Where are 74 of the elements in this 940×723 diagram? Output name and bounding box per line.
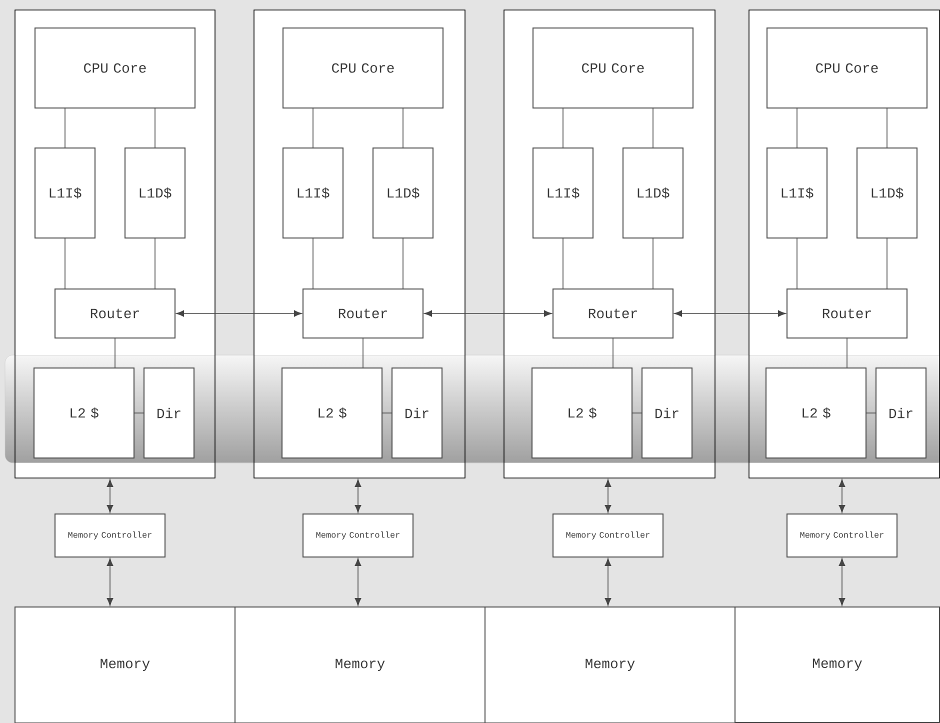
connector-line: [866, 412, 876, 414]
directory-box: Dir: [876, 368, 926, 458]
connector-line: [312, 108, 314, 148]
connector-line: [886, 108, 888, 148]
connector-line: [64, 108, 66, 148]
connector-line: [114, 338, 116, 368]
connector-line: [382, 412, 392, 414]
tile-outline: [504, 10, 716, 478]
cache-box: L1D$: [372, 148, 434, 238]
connector-line: [796, 238, 798, 290]
cache-box: L1D$: [856, 148, 918, 238]
memory-box: Memory: [734, 606, 940, 723]
cpu-box: CPU Core: [282, 28, 444, 108]
memory-controller-box: Memory Controller: [54, 514, 166, 558]
directory-box: Dir: [642, 368, 692, 458]
connector-line: [362, 338, 364, 368]
arrow: [354, 479, 362, 513]
connector-line: [846, 338, 848, 368]
connector-line: [612, 338, 614, 368]
router-box: Router: [552, 288, 674, 338]
cache-box: L1I$: [282, 148, 344, 238]
memory-box: Memory: [484, 606, 736, 723]
cache-box: L1D$: [622, 148, 684, 238]
router-box: Router: [302, 288, 424, 338]
connector-line: [402, 108, 404, 148]
router-box: Router: [54, 288, 176, 338]
memory-box: Memory: [14, 606, 236, 723]
connector-line: [562, 238, 564, 290]
cache-box: L2 $: [766, 368, 866, 458]
tile-outline: [748, 10, 940, 478]
cpu-box: CPU Core: [532, 28, 694, 108]
arrow: [106, 558, 114, 606]
node-label: Memory: [336, 658, 385, 672]
directory-box: Dir: [392, 368, 442, 458]
memory-controller-box: Memory Controller: [552, 514, 664, 558]
arrow: [176, 310, 302, 317]
memory-controller-box: Memory Controller: [302, 514, 414, 558]
cache-box: L2 $: [34, 368, 134, 458]
connector-line: [886, 238, 888, 290]
cache-box: L1I$: [766, 148, 828, 238]
cache-box: L2 $: [282, 368, 382, 458]
tile-outline: [254, 10, 466, 478]
cache-box: L2 $: [532, 368, 632, 458]
arrow: [604, 479, 612, 513]
router-box: Router: [786, 288, 908, 338]
connector-line: [652, 108, 654, 148]
arrow: [838, 558, 846, 606]
cache-box: L1D$: [124, 148, 186, 238]
arrow: [674, 310, 786, 317]
arrow: [106, 479, 114, 513]
cpu-box: CPU Core: [34, 28, 196, 108]
connector-line: [154, 108, 156, 148]
memory-box: Memory: [234, 606, 486, 723]
connector-line: [796, 108, 798, 148]
connector-line: [632, 412, 642, 414]
arrow: [604, 558, 612, 606]
connector-line: [562, 108, 564, 148]
directory-box: Dir: [144, 368, 194, 458]
cache-box: L1I$: [34, 148, 96, 238]
arrow: [354, 558, 362, 606]
connector-line: [154, 238, 156, 290]
arrow: [424, 310, 552, 317]
memory-controller-box: Memory Controller: [786, 514, 898, 558]
arrow: [838, 479, 846, 513]
cpu-box: CPU Core: [766, 28, 928, 108]
connector-line: [652, 238, 654, 290]
connector-line: [312, 238, 314, 290]
cache-box: L1I$: [532, 148, 594, 238]
connector-line: [64, 238, 66, 290]
connector-line: [134, 412, 144, 414]
connector-line: [402, 238, 404, 290]
node-label: Memory: [586, 658, 635, 672]
node-label: Memory: [812, 658, 862, 671]
tile-outline: [14, 10, 216, 478]
